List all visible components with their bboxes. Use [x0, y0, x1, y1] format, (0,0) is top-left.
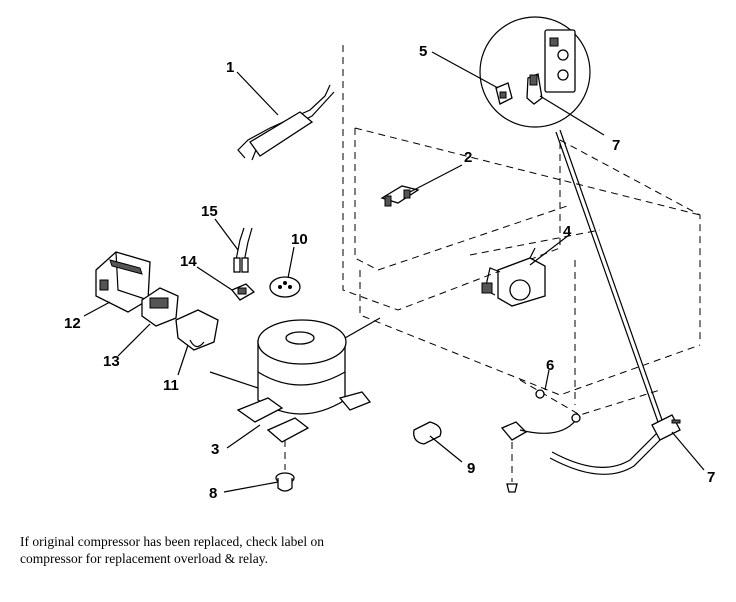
callout-12: 12 [64, 315, 81, 332]
callout-10: 10 [291, 231, 308, 248]
cord-assembly [500, 129, 681, 493]
callout-15: 15 [201, 203, 218, 220]
part-14-terminal [230, 227, 256, 301]
part-6-screw [535, 389, 545, 399]
leader-lines [83, 51, 705, 493]
part-4-valve [481, 247, 546, 307]
part-11-overload [175, 309, 219, 351]
replacement-note: If original compressor has been replaced… [20, 534, 324, 566]
part-2-bracket [380, 185, 420, 207]
callout-4: 4 [563, 223, 572, 240]
part-10-washer [269, 276, 301, 298]
callout-6: 6 [546, 357, 554, 374]
callout-9: 9 [467, 460, 475, 477]
callout-11: 11 [163, 377, 179, 394]
callout-labels: 1 2 3 4 5 6 7 7 8 9 10 11 12 13 14 15 [64, 43, 715, 502]
callout-1: 1 [226, 59, 234, 76]
callout-7-top: 7 [612, 137, 620, 154]
callout-8: 8 [209, 485, 217, 502]
callout-7-bottom: 7 [707, 469, 715, 486]
part-8-grommet [275, 440, 295, 492]
callout-2: 2 [464, 149, 472, 166]
part-9-clamp [413, 421, 442, 445]
outlet-inset [479, 16, 591, 128]
part-1-tube [237, 84, 335, 161]
part-3-compressor [209, 317, 381, 443]
callout-5: 5 [419, 43, 427, 60]
part-13-relay [141, 287, 179, 327]
callout-13: 13 [103, 353, 120, 370]
callout-14: 14 [180, 253, 197, 270]
cabinet-outline [342, 45, 701, 416]
callout-3: 3 [211, 441, 219, 458]
